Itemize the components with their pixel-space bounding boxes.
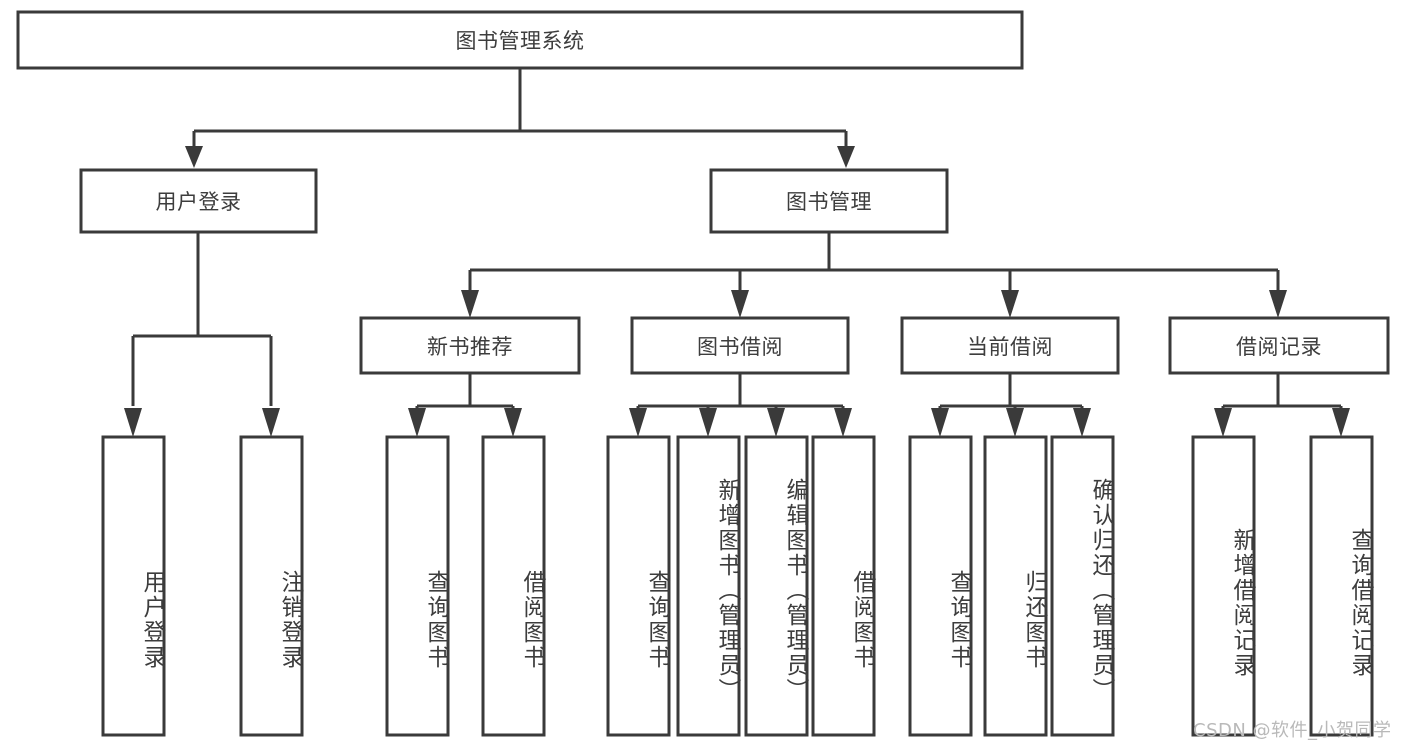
arrow-icon <box>699 408 717 437</box>
connector-userlogin-to-leaves <box>124 233 280 437</box>
arrow-icon <box>1073 408 1091 437</box>
arrow-icon <box>629 408 647 437</box>
arrow-icon <box>931 408 949 437</box>
node-box-leaf-confirm-return[interactable] <box>1050 435 1115 737</box>
arrow-icon <box>767 408 785 437</box>
node-box-leaf-user-login[interactable] <box>101 435 166 737</box>
node-box-leaf-return-book[interactable] <box>983 435 1048 737</box>
node-box-current-borrow[interactable] <box>900 316 1120 375</box>
node-box-borrow-record[interactable] <box>1168 316 1390 375</box>
node-box-leaf-borrow-book-2[interactable] <box>811 435 876 737</box>
arrow-icon <box>461 290 479 318</box>
arrow-icon <box>124 408 142 437</box>
node-box-leaf-add-record[interactable] <box>1191 435 1256 737</box>
arrow-icon <box>1214 408 1232 437</box>
connector-currentborrow-to-leaves <box>931 373 1091 437</box>
connector-newbook-to-leaves <box>408 373 522 437</box>
node-box-leaf-query-book-2[interactable] <box>606 435 671 737</box>
arrow-icon <box>1332 408 1350 437</box>
connector-bookmanage-to-level3 <box>461 233 1287 318</box>
node-box-leaf-user-logout[interactable] <box>239 435 304 737</box>
connector-bookborrow-to-leaves <box>629 373 852 437</box>
node-box-book-manage[interactable] <box>709 168 949 234</box>
node-box-leaf-add-book[interactable] <box>676 435 741 737</box>
node-box-new-book-rec[interactable] <box>359 316 581 375</box>
node-box-leaf-query-record[interactable] <box>1309 435 1374 737</box>
connector-root-to-level2 <box>185 69 855 168</box>
arrow-icon <box>185 146 203 168</box>
node-box-leaf-query-book-3[interactable] <box>908 435 973 737</box>
node-box-leaf-query-book-1[interactable] <box>385 435 450 737</box>
arrow-icon <box>731 290 749 318</box>
arrow-icon <box>1006 408 1024 437</box>
arrow-icon <box>834 408 852 437</box>
arrow-icon <box>1269 290 1287 318</box>
node-box-root[interactable] <box>16 10 1024 70</box>
connector-borrowrecord-to-leaves <box>1214 373 1350 437</box>
node-box-leaf-borrow-book-1[interactable] <box>481 435 546 737</box>
node-box-user-login[interactable] <box>79 168 318 234</box>
arrow-icon <box>1001 290 1019 318</box>
arrow-icon <box>837 146 855 168</box>
node-box-leaf-edit-book[interactable] <box>744 435 809 737</box>
arrow-icon <box>408 408 426 437</box>
arrow-icon <box>504 408 522 437</box>
node-box-book-borrow[interactable] <box>630 316 850 375</box>
arrow-icon <box>262 408 280 437</box>
